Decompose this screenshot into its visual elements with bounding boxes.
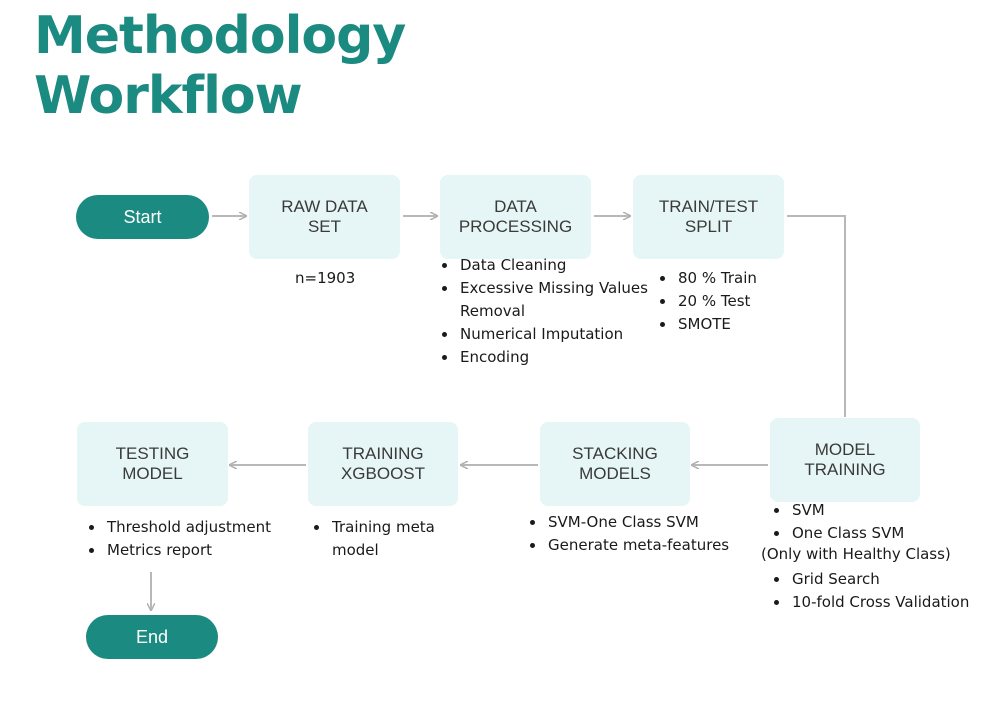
split-bullets: 80 % Train 20 % Test SMOTE — [656, 267, 836, 336]
model-training-line-1: MODEL — [814, 440, 876, 459]
list-item: Encoding — [458, 346, 678, 369]
testing-bullets: Threshold adjustment Metrics report — [85, 516, 315, 562]
step-train-test-split: TRAIN/TEST SPLIT — [633, 175, 784, 259]
stacking-bullets: SVM-One Class SVM Generate meta-features — [526, 511, 766, 557]
processing-bullets: Data Cleaning Excessive Missing Values R… — [438, 254, 678, 369]
stacking-line-2: MODELS — [579, 464, 651, 483]
list-item: SMOTE — [676, 313, 836, 336]
list-item: Metrics report — [105, 539, 315, 562]
model-training-bullets-bottom: Grid Search 10-fold Cross Validation — [770, 568, 986, 614]
list-item: 10-fold Cross Validation — [790, 591, 986, 614]
raw-data-line-2: SET — [307, 217, 342, 236]
diagram-title: Methodology Workflow — [34, 6, 406, 126]
list-item: SVM-One Class SVM — [546, 511, 766, 534]
title-line-2: Workflow — [34, 66, 303, 126]
list-item: 80 % Train — [676, 267, 836, 290]
list-item: Excessive Missing Values Removal — [458, 277, 678, 323]
testing-line-2: MODEL — [122, 464, 183, 483]
split-line-2: SPLIT — [684, 217, 733, 236]
xgboost-line-1: TRAINING — [342, 444, 424, 463]
model-training-bullets-top: SVM One Class SVM — [770, 499, 986, 545]
list-item: SVM — [790, 499, 986, 522]
list-item: Grid Search — [790, 568, 986, 591]
step-data-processing: DATA PROCESSING — [440, 175, 591, 259]
list-item: 20 % Test — [676, 290, 836, 313]
list-item: Data Cleaning — [458, 254, 678, 277]
testing-line-1: TESTING — [115, 444, 190, 463]
title-line-1: Methodology — [34, 6, 406, 66]
start-label: Start — [123, 206, 162, 227]
model-training-line-2: TRAINING — [804, 460, 886, 479]
processing-line-1: DATA — [494, 197, 537, 216]
processing-line-2: PROCESSING — [458, 217, 573, 236]
list-item: One Class SVM — [790, 522, 986, 545]
split-line-1: TRAIN/TEST — [658, 197, 759, 216]
stacking-line-1: STACKING — [572, 444, 658, 463]
list-item: Threshold adjustment — [105, 516, 315, 539]
model-training-note: (Only with Healthy Class) — [761, 545, 951, 563]
xgboost-line-2: XGBOOST — [340, 464, 426, 483]
end-terminal: End — [86, 615, 218, 659]
step-training-xgboost: TRAINING XGBOOST — [308, 422, 458, 506]
step-raw-data-set: RAW DATA SET — [249, 175, 400, 259]
xgboost-bullets: Training meta model — [310, 516, 470, 562]
step-stacking-models: STACKING MODELS — [540, 422, 690, 506]
end-label: End — [135, 626, 169, 647]
step-model-training: MODEL TRAINING — [770, 418, 920, 502]
raw-data-line-1: RAW DATA — [281, 197, 368, 216]
start-terminal: Start — [76, 195, 209, 239]
list-item: Training meta model — [330, 516, 470, 562]
list-item: Numerical Imputation — [458, 323, 678, 346]
raw-data-count: n=1903 — [295, 269, 356, 287]
list-item: Generate meta-features — [546, 534, 766, 557]
step-testing-model: TESTING MODEL — [77, 422, 228, 506]
